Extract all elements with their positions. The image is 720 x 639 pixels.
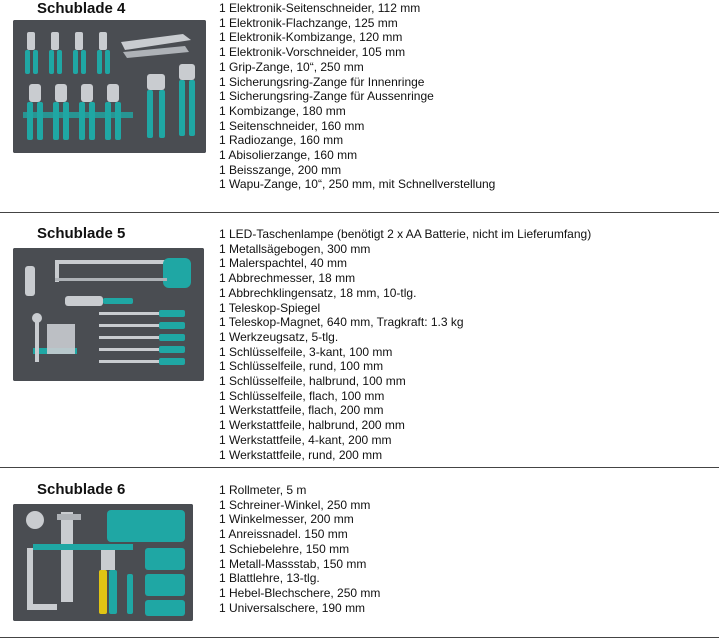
drawer-6-tool-tray-image <box>13 504 193 621</box>
section-schublade-4: Schublade 4 <box>0 0 720 212</box>
list-item: 1 Universalschere, 190 mm <box>219 600 366 615</box>
item-list: 1 Rollmeter, 5 m 1 Schreiner-Winkel, 250… <box>219 483 380 615</box>
list-item: 1 Schlüsselfeile, flach, 100 mm <box>219 388 385 403</box>
list-item: 1 Winkelmesser, 200 mm <box>219 512 354 527</box>
list-item: 1 Werkzeugsatz, 5-tlg. <box>219 329 339 344</box>
list-item: 1 Radiozange, 160 mm <box>219 133 344 148</box>
list-item: 1 Malerspachtel, 40 mm <box>219 256 348 271</box>
list-item: 1 Schiebelehre, 150 mm <box>219 541 350 556</box>
list-item: 1 Werkstattfeile, halbrund, 200 mm <box>219 418 405 433</box>
list-item: 1 Schlüsselfeile, rund, 100 mm <box>219 359 384 374</box>
list-item: 1 Schlüsselfeile, halbrund, 100 mm <box>219 374 406 389</box>
section-schublade-5: Schublade 5 <box>0 213 720 467</box>
section-title: Schublade 6 <box>37 481 126 498</box>
list-item: 1 Elektronik-Seitenschneider, 112 mm <box>219 1 421 15</box>
section-title: Schublade 4 <box>37 0 126 17</box>
section-schublade-6: Schublade 6 1 Rollmeter, 5 m 1 Sc <box>0 468 720 638</box>
list-item: 1 Hebel-Blechschere, 250 mm <box>219 585 381 600</box>
list-item: 1 Abisolierzange, 160 mm <box>219 148 358 163</box>
list-item: 1 Elektronik-Kombizange, 120 mm <box>219 30 403 45</box>
list-item: 1 Schlüsselfeile, 3-kant, 100 mm <box>219 344 393 359</box>
list-item: 1 Metallsägebogen, 300 mm <box>219 241 371 256</box>
item-list: 1 Elektronik-Seitenschneider, 112 mm 1 E… <box>219 1 495 192</box>
list-item: 1 Elektronik-Vorschneider, 105 mm <box>219 45 406 60</box>
list-item: 1 Kombizange, 180 mm <box>219 103 346 118</box>
list-item: 1 Sicherungsring-Zange für Innenringe <box>219 74 425 89</box>
list-item: 1 Werkstattfeile, flach, 200 mm <box>219 403 384 418</box>
list-item: 1 Wapu-Zange, 10“, 250 mm, mit Schnellve… <box>219 177 496 192</box>
list-item: 1 Teleskop-Magnet, 640 mm, Tragkraft: 1.… <box>219 315 464 330</box>
list-item: 1 Beisszange, 200 mm <box>219 162 342 177</box>
section-divider <box>0 637 719 638</box>
list-item: 1 Abbrechmesser, 18 mm <box>219 271 356 286</box>
list-item: 1 Metall-Massstab, 150 mm <box>219 556 367 571</box>
list-item: 1 Werkstattfeile, rund, 200 mm <box>219 447 383 462</box>
list-item: 1 Sicherungsring-Zange für Aussenringe <box>219 89 434 104</box>
section-divider <box>0 212 719 213</box>
list-item: 1 Werkstattfeile, 4-kant, 200 mm <box>219 432 392 447</box>
drawer-4-tool-tray-image <box>13 20 206 153</box>
list-item: 1 Blattlehre, 13-tlg. <box>219 571 320 586</box>
list-item: 1 Anreissnadel. 150 mm <box>219 527 348 542</box>
drawer-5-tool-tray-image <box>13 248 204 381</box>
list-item: 1 Elektronik-Flachzange, 125 mm <box>219 15 398 30</box>
list-item: 1 Teleskop-Spiegel <box>219 300 321 315</box>
list-item: 1 Rollmeter, 5 m <box>219 483 307 497</box>
section-title: Schublade 5 <box>37 225 126 242</box>
list-item: 1 Abbrechklingensatz, 18 mm, 10-tlg. <box>219 285 417 300</box>
list-item: 1 Seitenschneider, 160 mm <box>219 118 365 133</box>
section-divider <box>0 467 719 468</box>
list-item: 1 Schreiner-Winkel, 250 mm <box>219 497 371 512</box>
list-item: 1 LED-Taschenlampe (benötigt 2 x AA Batt… <box>219 227 592 241</box>
item-list: 1 LED-Taschenlampe (benötigt 2 x AA Batt… <box>219 227 591 462</box>
list-item: 1 Grip-Zange, 10“, 250 mm <box>219 59 364 74</box>
